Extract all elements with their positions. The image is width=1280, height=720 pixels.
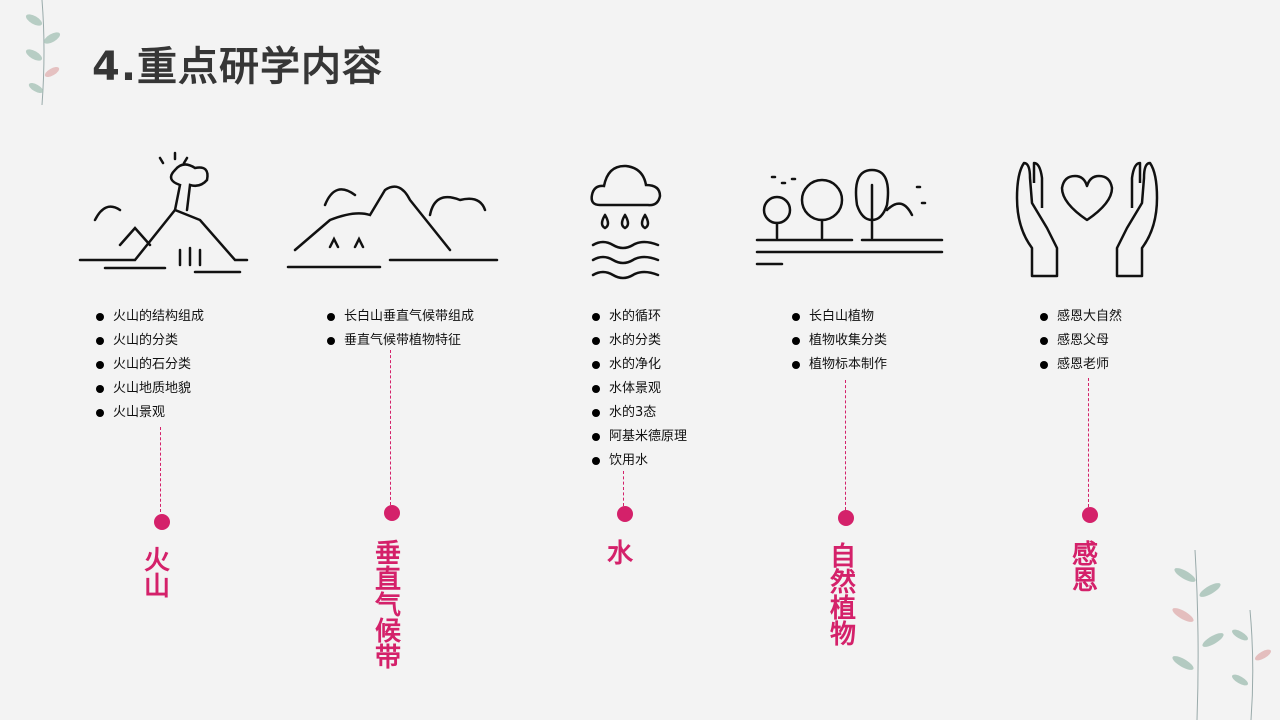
list-item: 火山的石分类 [95, 353, 204, 377]
list-item: 火山的结构组成 [95, 305, 204, 329]
leaf-decoration-top-left-icon [25, 0, 61, 106]
list-item: 感恩父母 [1039, 329, 1122, 353]
connector-line [1088, 378, 1089, 507]
connector-line [845, 380, 846, 510]
leaf-decoration-bottom-right-icon [1172, 549, 1271, 720]
connector-line [623, 471, 624, 506]
category-label-climate-zone: 垂直气候带 [374, 539, 401, 673]
timeline-dot [617, 506, 633, 522]
category-label-plants: 自然植物 [829, 542, 856, 650]
category-label-water: 水 [606, 539, 633, 569]
volcano-icon [78, 151, 249, 274]
list-item: 垂直气候带植物特征 [326, 329, 474, 353]
connector-line [390, 350, 391, 505]
list-item: 水的净化 [591, 353, 687, 377]
connector-line [160, 427, 161, 512]
list-item: 火山地质地貌 [95, 377, 204, 401]
list-item: 植物收集分类 [791, 329, 887, 353]
list-item: 饮用水 [591, 449, 687, 473]
trees-icon [755, 168, 944, 266]
list-item: 感恩老师 [1039, 353, 1122, 377]
plants-topic-list: 长白山植物 植物收集分类 植物标本制作 [791, 305, 887, 377]
mountain-icon [286, 185, 499, 269]
list-item: 水体景观 [591, 377, 687, 401]
volcano-topic-list: 火山的结构组成 火山的分类 火山的石分类 火山地质地貌 火山景观 [95, 305, 204, 425]
list-item: 长白山植物 [791, 305, 887, 329]
water-topic-list: 水的循环 水的分类 水的净化 水体景观 水的3态 阿基米德原理 饮用水 [591, 305, 687, 473]
page-title: 4.重点研学内容 [92, 44, 384, 90]
category-label-volcano: 火山 [143, 546, 170, 602]
hands-heart-icon [1015, 161, 1159, 278]
category-label-gratitude: 感恩 [1071, 540, 1098, 596]
list-item: 阿基米德原理 [591, 425, 687, 449]
list-item: 植物标本制作 [791, 353, 887, 377]
list-item: 长白山垂直气候带组成 [326, 305, 474, 329]
list-item: 水的分类 [591, 329, 687, 353]
timeline-dot [838, 510, 854, 526]
timeline-dot [384, 505, 400, 521]
list-item: 火山的分类 [95, 329, 204, 353]
list-item: 感恩大自然 [1039, 305, 1122, 329]
timeline-dot [154, 514, 170, 530]
rain-cloud-icon [590, 164, 662, 280]
list-item: 水的3态 [591, 401, 687, 425]
gratitude-topic-list: 感恩大自然 感恩父母 感恩老师 [1039, 305, 1122, 377]
climate-zone-topic-list: 长白山垂直气候带组成 垂直气候带植物特征 [326, 305, 474, 353]
list-item: 水的循环 [591, 305, 687, 329]
timeline-dot [1082, 507, 1098, 523]
list-item: 火山景观 [95, 401, 204, 425]
